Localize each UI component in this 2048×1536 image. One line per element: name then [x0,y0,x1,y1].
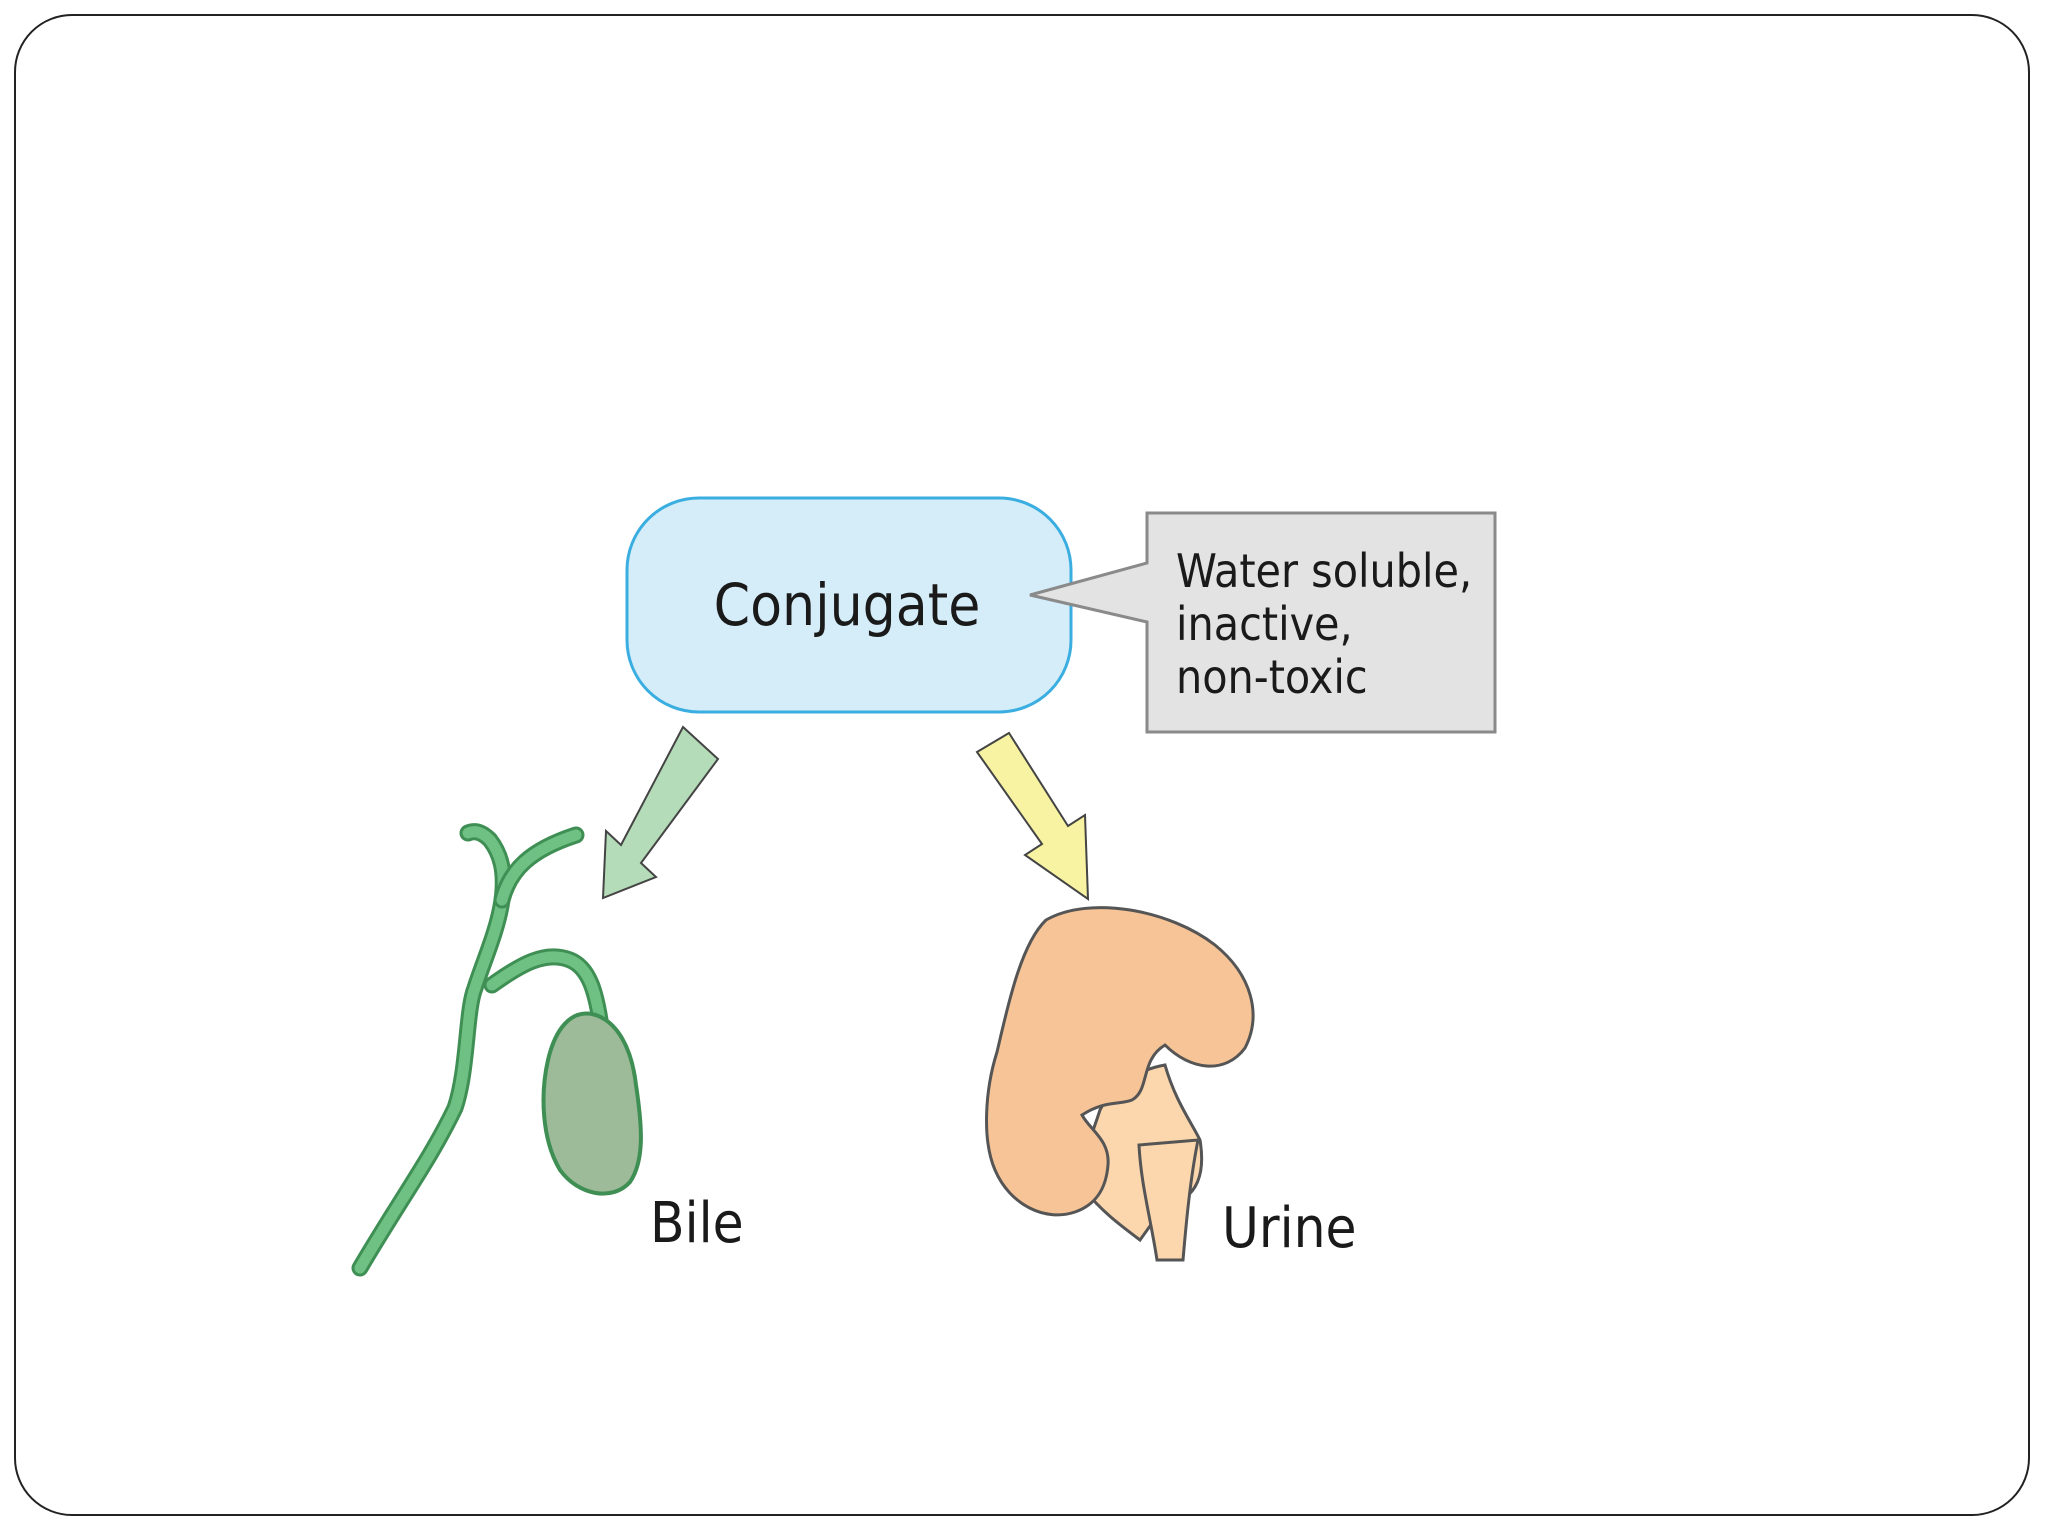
callout-text: Water soluble, inactive, non-toxic [1176,544,1485,704]
bile-arrow [601,725,720,900]
urine-arrow [975,731,1090,901]
callout-line-1: Water soluble, [1176,544,1472,598]
gallbladder-icon [541,1011,643,1196]
urine-label: Urine [1222,1196,1357,1261]
conjugate-label: Conjugate [714,571,981,639]
callout-box [1029,511,1497,734]
bile-duct-icon [351,823,609,1277]
bile-label: Bile [650,1191,744,1256]
callout-line-2: inactive, [1176,597,1353,651]
kidney-icon [985,906,1255,1262]
callout-line-3: non-toxic [1176,650,1368,704]
